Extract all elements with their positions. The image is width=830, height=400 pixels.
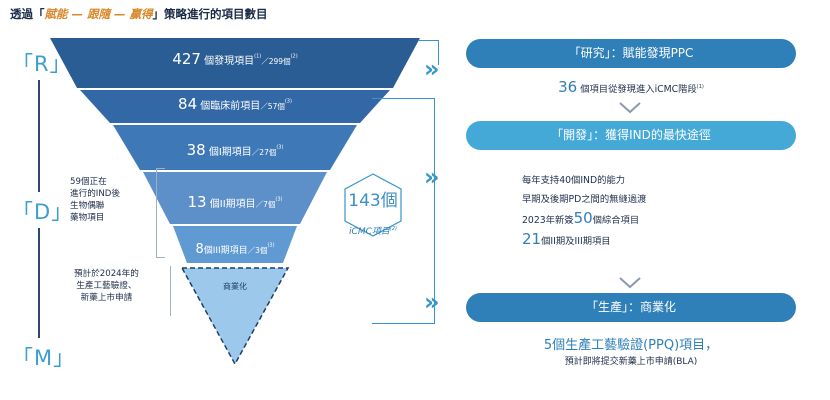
funnel-commercial-triangle	[180, 267, 290, 366]
footnote-ref: (3)	[275, 196, 283, 203]
funnel-label-discovery: 427 個發現項目(1)／299個(2)	[50, 49, 420, 68]
develop-text: 個II期及III期項目	[541, 236, 611, 247]
ind-note: 59個正在 進行的IND後 生物偶聯 藥物項目	[70, 176, 120, 224]
chevron-down-icon	[619, 102, 641, 114]
develop-num: 21	[522, 230, 542, 248]
funnel-text: 個臨床前項目	[197, 101, 261, 112]
research-text: 36 個項目從發現進入iCMC階段(1)	[466, 78, 796, 99]
funnel-num: 38	[186, 141, 206, 159]
bla-note-bracket	[170, 266, 175, 316]
connector-develop-bottom	[372, 323, 434, 324]
funnel-label-phase1: 38 個I期項目／27個(3)	[113, 140, 357, 159]
produce-pill: 「生產」：商業化	[466, 293, 796, 322]
footnote-ref: (1)	[696, 84, 704, 90]
connector-research	[418, 40, 439, 65]
develop-text: 個綜合項目	[592, 215, 640, 226]
footnote-ref: (2)	[389, 226, 397, 232]
stage-line-dm	[38, 228, 40, 338]
research-num: 36	[558, 78, 578, 97]
bla-note-line: 預計於2024年的	[74, 269, 139, 279]
title-sep: —	[67, 7, 88, 21]
bla-note-line: 新藥上市申請	[80, 293, 133, 303]
ind-note-line: 生物偶聯	[70, 201, 105, 211]
title-follow: 跟隨	[87, 7, 111, 21]
page-title: 透過「賦能 — 跟隨 — 贏得」策略進行的項目數目	[10, 6, 268, 22]
stage-line-rd	[38, 80, 40, 192]
chevron-right-icon: »	[424, 288, 440, 316]
ind-note-line: 進行的IND後	[70, 189, 120, 199]
stage-m: 「M」	[12, 346, 76, 370]
funnel-sub: ／57個	[260, 102, 285, 111]
funnel-label-preclinical: 84 個臨床前項目／57個(3)	[80, 94, 390, 113]
footnote-ref: (1)	[254, 53, 262, 60]
funnel-band-phase1	[113, 125, 357, 170]
funnel-sub: ／3個	[247, 246, 268, 255]
chevron-right-icon: »	[424, 55, 440, 83]
develop-line: 每年支持40個IND的能力	[522, 171, 646, 190]
funnel-sub: ／299個	[261, 57, 291, 66]
chevron-right-icon: »	[424, 163, 440, 191]
funnel-diagram	[50, 38, 420, 366]
ind-note-bracket	[156, 168, 165, 258]
title-prefix: 透過「	[10, 7, 45, 21]
develop-text: 早期及後期PD之間的無縫過渡	[522, 194, 647, 205]
produce-sub: 預計即將提交新藥上市申請(BLA)	[564, 357, 698, 367]
funnel-label-phase2: 13 個II期項目／7個(3)	[143, 192, 327, 211]
funnel-text: 個II期項目	[206, 199, 256, 210]
research-pill: 「研究」：賦能發現PPC	[466, 39, 796, 68]
develop-num: 50	[573, 209, 593, 227]
develop-line: 2023年新簽50個綜合項目	[522, 209, 646, 230]
produce-main: 5個生產工藝驗證(PPQ)項目，	[543, 338, 719, 353]
ind-note-line: 藥物項目	[70, 213, 105, 223]
funnel-band-preclinical	[80, 90, 390, 123]
chevron-down-icon	[619, 277, 641, 289]
hexagon-label-text: iCMC項目	[349, 227, 390, 237]
funnel-num: 13	[187, 193, 207, 211]
funnel-num: 84	[178, 95, 198, 113]
develop-line: 早期及後期PD之間的無縫過渡	[522, 190, 646, 209]
funnel-sub: ／27個	[251, 148, 277, 157]
funnel-num: 8	[195, 242, 204, 257]
footnote-ref: (2)	[290, 53, 298, 60]
funnel-text: 個I期項目	[205, 147, 252, 158]
funnel-text: 個III期項目	[203, 246, 248, 256]
funnel-band-phase3	[173, 226, 297, 263]
bla-note-line: 生產工藝驗證、	[76, 281, 137, 291]
develop-text: 2023年新簽	[522, 215, 574, 226]
connector-develop	[372, 98, 435, 324]
title-suffix: 」策略進行的項目數目	[152, 7, 268, 21]
develop-text: 每年支持40個IND的能力	[522, 175, 626, 186]
title-enable: 賦能	[44, 7, 68, 21]
funnel-text: 個發現項目	[200, 56, 255, 67]
bla-note: 預計於2024年的 生產工藝驗證、 新藥上市申請	[74, 268, 139, 304]
footnote-ref: (3)	[276, 144, 284, 151]
commercial-label: 商業化	[223, 282, 247, 291]
funnel-band-discovery	[50, 38, 420, 88]
funnel-sub: ／7個	[255, 200, 276, 209]
develop-list: 每年支持40個IND的能力 早期及後期PD之間的無縫過渡 2023年新簽50個綜…	[522, 171, 646, 251]
hexagon-icon	[344, 173, 402, 237]
research-desc: 個項目從發現進入iCMC階段	[577, 84, 697, 96]
footnote-ref: (3)	[284, 98, 292, 105]
stage-d: 「D」	[12, 200, 74, 224]
title-win: 贏得	[129, 7, 153, 21]
ind-note-line: 59個正在	[70, 177, 107, 187]
title-sep: —	[110, 7, 130, 21]
hexagon-label: iCMC項目(2)	[336, 224, 410, 237]
funnel-label-phase3: 8個III期項目／3個(3)	[168, 238, 302, 257]
footnote-ref: (3)	[267, 242, 275, 249]
develop-pill: 「開發」：獲得IND的最快途徑	[466, 121, 796, 150]
funnel-num: 427	[172, 50, 201, 68]
hexagon-number: 143個	[348, 191, 398, 211]
funnel-band-phase2	[143, 172, 327, 224]
develop-line: 21個II期及III期項目	[522, 230, 646, 251]
